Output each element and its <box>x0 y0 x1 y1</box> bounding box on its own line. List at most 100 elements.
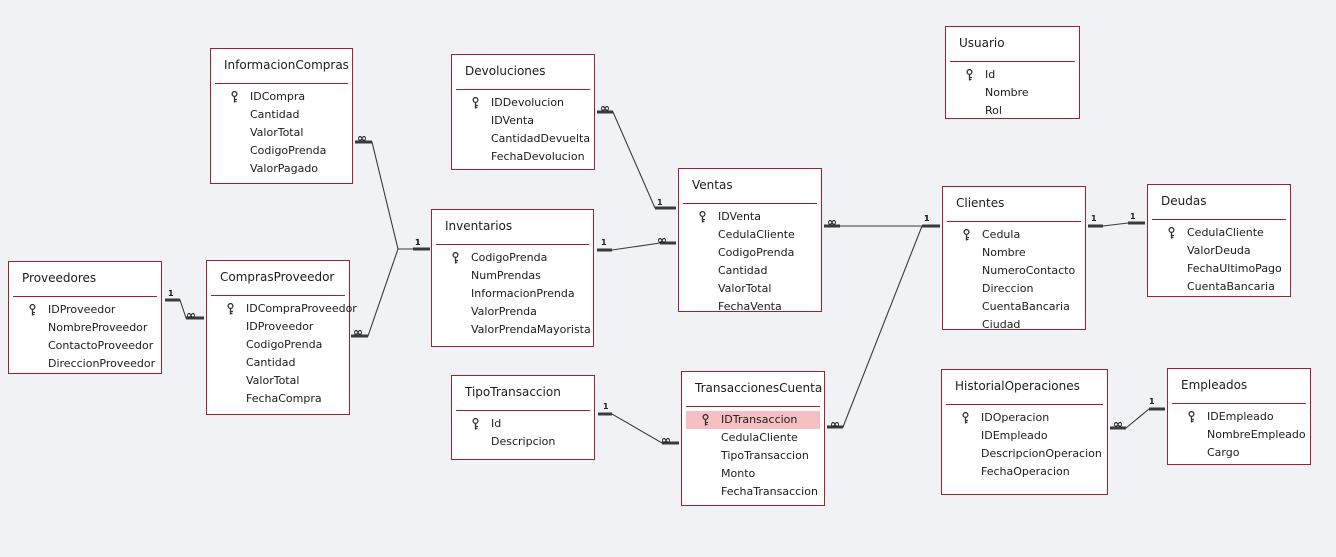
table-title[interactable]: Usuario <box>959 36 1005 50</box>
field[interactable]: Nombre <box>950 84 1075 102</box>
field[interactable]: CantidadDevuelta <box>456 130 590 148</box>
field[interactable]: NumeroContacto <box>947 262 1081 280</box>
table-title[interactable]: Ventas <box>692 178 733 192</box>
primary-key-field[interactable]: IDEmpleado <box>1172 408 1306 426</box>
table-title[interactable]: Clientes <box>956 196 1005 210</box>
field[interactable]: CedulaCliente <box>683 226 817 244</box>
field[interactable]: Cantidad <box>215 106 348 124</box>
primary-key-field[interactable]: IDDevolucion <box>456 94 590 112</box>
field[interactable]: CuentaBancaria <box>1152 278 1286 296</box>
field[interactable]: Cargo <box>1172 444 1306 462</box>
table-title[interactable]: TransaccionesCuenta <box>695 381 823 395</box>
field[interactable]: DescripcionOperacion <box>946 445 1103 463</box>
field[interactable]: FechaTransaccion <box>686 483 820 501</box>
field[interactable]: ValorPrenda <box>436 303 589 321</box>
field[interactable]: Monto <box>686 465 820 483</box>
field[interactable]: Descripcion <box>456 433 590 451</box>
table-title[interactable]: Empleados <box>1181 378 1248 392</box>
field[interactable]: ValorDeuda <box>1152 242 1286 260</box>
relationship-inventarios-ventas[interactable]: 1∞ <box>597 233 676 252</box>
field[interactable]: ValorTotal <box>215 124 348 142</box>
primary-key-field[interactable]: Cedula <box>947 226 1081 244</box>
primary-key-field[interactable]: IDOperacion <box>946 409 1103 427</box>
relationship-transacciones-cuenta-clientes[interactable]: ∞1 <box>827 214 940 431</box>
field[interactable]: CedulaCliente <box>686 429 820 447</box>
field[interactable]: ValorPrendaMayorista <box>436 321 591 339</box>
table-title[interactable]: InformacionCompras <box>224 58 349 72</box>
field[interactable]: CodigoPrenda <box>211 336 345 354</box>
primary-key-field[interactable]: IDCompra <box>215 88 348 106</box>
relationship-line[interactable] <box>355 141 430 250</box>
field[interactable]: TipoTransaccion <box>686 447 820 465</box>
field[interactable]: NombreEmpleado <box>1172 426 1306 444</box>
primary-key-field[interactable]: CodigoPrenda <box>436 249 589 267</box>
field[interactable]: ValorTotal <box>211 372 345 390</box>
relationship-informacion-compras-inventarios[interactable]: ∞1 <box>355 131 430 251</box>
field[interactable]: Nombre <box>947 244 1081 262</box>
field[interactable]: CodigoPrenda <box>215 142 348 160</box>
primary-key-field[interactable]: IDCompraProveedor <box>211 300 357 318</box>
relationship-line[interactable] <box>165 299 204 319</box>
relationship-compras-proveedor-inventarios[interactable]: ∞1 <box>351 238 430 339</box>
table-title[interactable]: Devoluciones <box>465 64 546 78</box>
field[interactable]: FechaCompra <box>211 390 345 408</box>
field[interactable]: FechaDevolucion <box>456 148 590 166</box>
primary-key-field[interactable]: IDProveedor <box>13 301 157 319</box>
field[interactable]: InformacionPrenda <box>436 285 589 303</box>
cardinality-many-label: ∞ <box>830 417 840 431</box>
field[interactable]: IDVenta <box>456 112 590 130</box>
field[interactable]: FechaVenta <box>683 298 817 316</box>
field[interactable]: IDProveedor <box>211 318 345 336</box>
table-title[interactable]: Inventarios <box>445 219 513 233</box>
primary-key-field[interactable]: Id <box>456 415 590 433</box>
table-title[interactable]: TipoTransaccion <box>465 385 561 399</box>
primary-key-field[interactable]: IDTransaccion <box>686 411 820 429</box>
table-title[interactable]: Deudas <box>1161 194 1207 208</box>
field[interactable]: Direccion <box>947 280 1081 298</box>
field[interactable]: Ciudad <box>947 316 1081 334</box>
relationship-line[interactable] <box>827 225 940 428</box>
field[interactable]: ValorTotal <box>683 280 817 298</box>
relationship-proveedores-compras-proveedor[interactable]: 1∞ <box>165 289 204 322</box>
field[interactable]: ValorPagado <box>215 160 348 178</box>
relationship-tipo-transaccion-transacciones-cuenta[interactable]: 1∞ <box>598 402 679 447</box>
primary-key-field[interactable]: CedulaCliente <box>1152 224 1286 242</box>
field[interactable]: FechaUltimoPago <box>1152 260 1286 278</box>
field-name: IDCompraProveedor <box>246 302 357 315</box>
field[interactable]: NombreProveedor <box>13 319 157 337</box>
field[interactable]: Cantidad <box>683 262 817 280</box>
table-title[interactable]: HistorialOperaciones <box>955 379 1080 393</box>
field[interactable]: CodigoPrenda <box>683 244 817 262</box>
table-title[interactable]: Proveedores <box>22 271 97 285</box>
field[interactable]: NumPrendas <box>436 267 589 285</box>
relationship-historial-operaciones-empleados[interactable]: ∞1 <box>1110 397 1165 431</box>
relationship-devoluciones-ventas[interactable]: ∞1 <box>597 101 676 210</box>
field[interactable]: CuentaBancaria <box>947 298 1081 316</box>
primary-key-field[interactable]: Id <box>950 66 1075 84</box>
field[interactable]: Cantidad <box>211 354 345 372</box>
relationship-line[interactable] <box>597 111 676 209</box>
field[interactable]: DireccionProveedor <box>13 355 157 373</box>
field[interactable]: ContactoProveedor <box>13 337 157 355</box>
field[interactable]: FechaOperacion <box>946 463 1103 481</box>
field[interactable]: Rol <box>950 102 1075 120</box>
relationship-line[interactable] <box>351 248 430 337</box>
table-title[interactable]: ComprasProveedor <box>220 270 335 284</box>
field[interactable]: IDEmpleado <box>946 427 1103 445</box>
primary-key-field[interactable]: IDVenta <box>683 208 817 226</box>
